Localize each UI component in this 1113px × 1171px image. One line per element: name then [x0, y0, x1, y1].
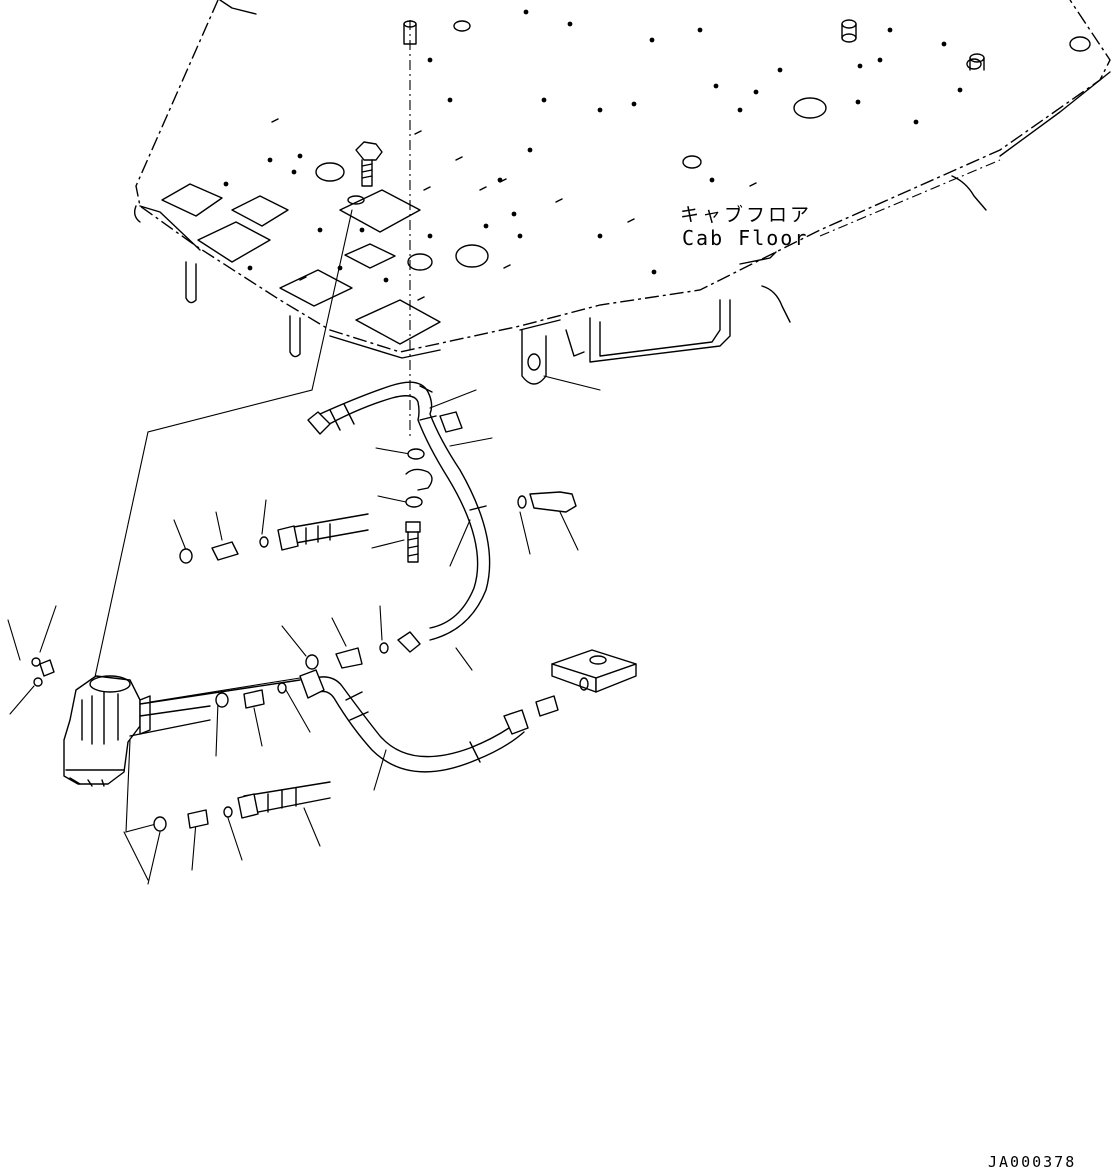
part-label-english: Cab Floor: [682, 226, 809, 250]
leader-lines: [7, 209, 601, 885]
floor-bolt: [347, 141, 383, 205]
hose-lower-left: [237, 781, 331, 819]
top-bolt: [403, 20, 417, 45]
reference-code: JA000378: [988, 1153, 1077, 1171]
filter-pipe: [139, 679, 301, 717]
valve-block: [551, 649, 637, 693]
cab-floor-plate: [133, 0, 1111, 385]
hose-upper-left: [277, 513, 369, 551]
part-label-japanese: キャブフロア: [680, 204, 813, 226]
fittings: [31, 411, 577, 832]
filter-unit: [63, 675, 151, 787]
middle-hose: [299, 669, 529, 773]
upper-hose: [307, 381, 491, 653]
